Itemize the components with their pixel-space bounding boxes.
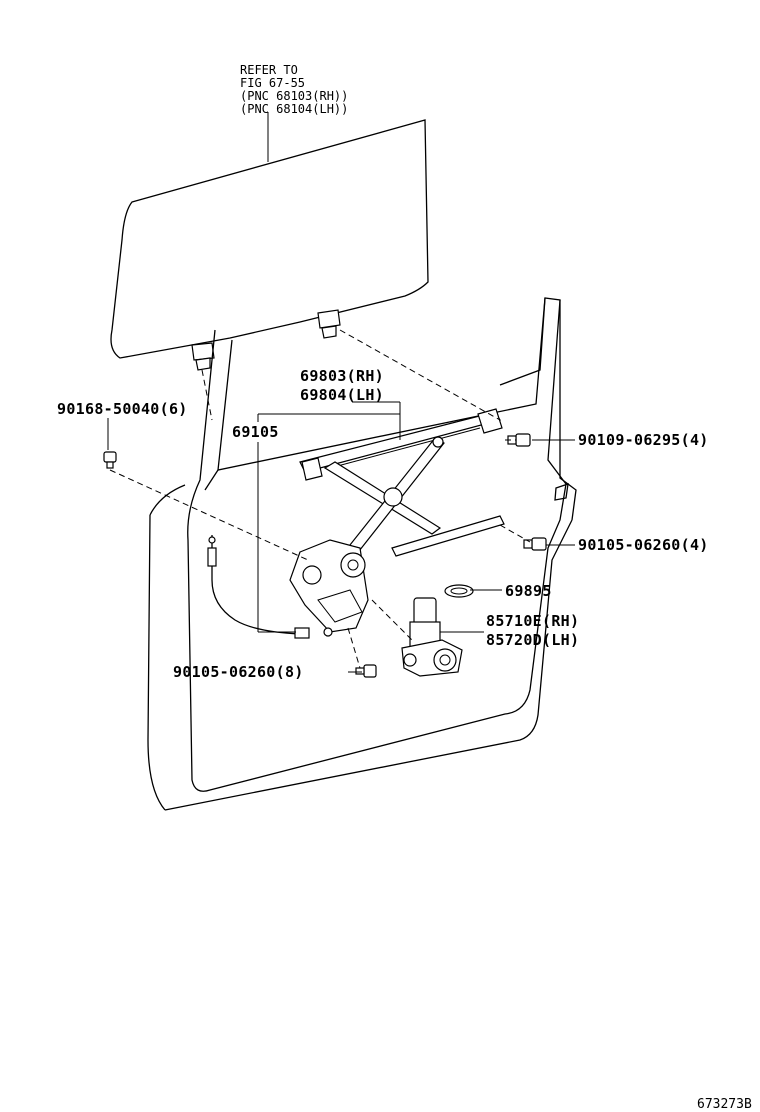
label-regulator-rh: 69803(RH) [300,367,384,385]
window-motor [401,597,463,677]
door-glass [110,119,429,371]
spring-clip [444,584,474,598]
label-spring: 69895 [505,582,552,600]
label-motor-rh: 85710E(RH) [486,612,579,630]
label-bolt-top: 90109-06295(4) [578,431,709,449]
glass-note-line4: (PNC 68104(LH)) [240,102,348,116]
label-bolt-bottom: 90105-06260(8) [173,663,304,681]
label-cable: 69105 [232,423,279,441]
door-panel [147,297,577,811]
glass-note-line2: FIG 67-55 [240,76,305,90]
bolt-top [507,433,531,447]
label-motor-lh: 85720D(LH) [486,631,579,649]
glass-note-line1: REFER TO [240,63,298,77]
label-bolt-left: 90168-50040(6) [57,400,188,418]
bolt-mid [523,537,547,551]
bolt-bottom [355,664,377,678]
window-regulator [289,408,505,633]
bolt-left [103,451,117,469]
glass-note-line3: (PNC 68103(RH)) [240,89,348,103]
figure-code: 673273B [697,1097,752,1112]
label-regulator-lh: 69804(LH) [300,386,384,404]
label-bolt-mid: 90105-06260(4) [578,536,709,554]
